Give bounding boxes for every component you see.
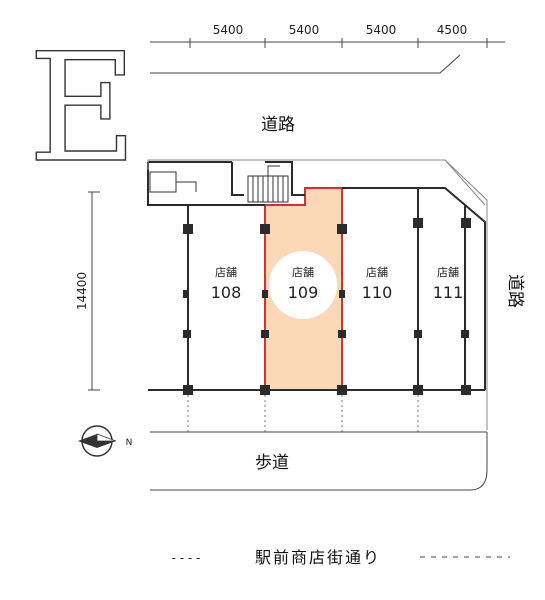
compass-icon bbox=[78, 425, 117, 457]
dimension-label-2: 5400 bbox=[289, 23, 320, 37]
direction-letter-e: E bbox=[28, 22, 138, 196]
road-edge-right bbox=[444, 159, 488, 430]
road-edge-top bbox=[150, 54, 461, 74]
store-109-kind: 店舗 bbox=[292, 265, 314, 279]
top-dimension-line bbox=[150, 38, 505, 48]
store-110-kind: 店舗 bbox=[366, 265, 388, 279]
building-walls bbox=[147, 161, 486, 391]
staircase bbox=[247, 165, 289, 203]
columns bbox=[183, 218, 471, 395]
side-dimension-line bbox=[88, 191, 100, 391]
store-110-number: 110 bbox=[362, 283, 393, 302]
dashed-guides bbox=[187, 395, 419, 432]
store-109-number: 109 bbox=[288, 283, 319, 302]
road-label-right: 道路 bbox=[505, 274, 525, 308]
road-label-top: 道路 bbox=[261, 115, 295, 135]
store-109-label-circle bbox=[269, 251, 337, 319]
store-111-number: 111 bbox=[433, 283, 464, 302]
dimension-label-4: 4500 bbox=[437, 23, 468, 37]
utility-line bbox=[176, 181, 197, 192]
site-outline bbox=[147, 159, 486, 206]
dimension-label-1: 5400 bbox=[213, 23, 244, 37]
store-111-kind: 店舗 bbox=[437, 265, 459, 279]
side-dimension-label: 14400 bbox=[75, 272, 89, 310]
sidewalk-label: 歩道 bbox=[255, 453, 289, 473]
store-108-kind: 店舗 bbox=[215, 265, 237, 279]
store-108-number: 108 bbox=[211, 283, 242, 302]
compass-north-label: N bbox=[126, 438, 133, 448]
utility-box bbox=[149, 171, 177, 193]
street-name-label: 駅前商店街通り bbox=[255, 548, 381, 567]
sidewalk-bottom-edge bbox=[150, 432, 488, 491]
street-dashes-left: - - - - bbox=[172, 551, 201, 565]
dimension-label-3: 5400 bbox=[366, 23, 397, 37]
